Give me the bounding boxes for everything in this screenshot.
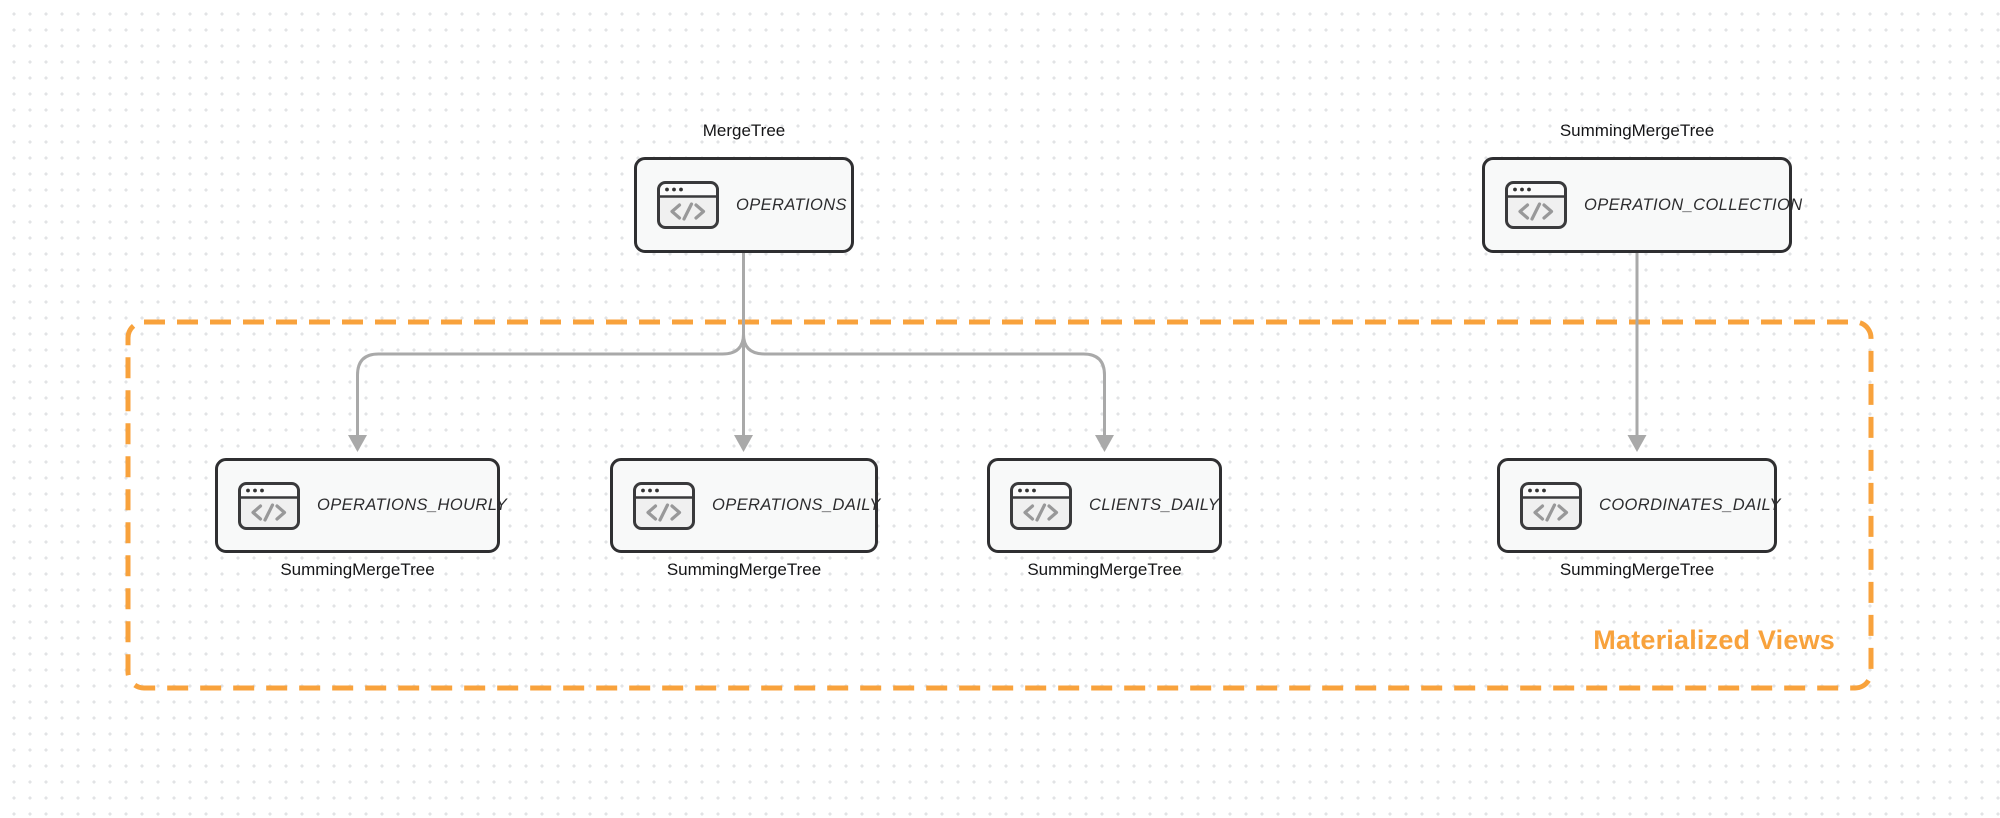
code-window-icon [1010, 481, 1072, 530]
engine-label-coordinates-daily: SummingMergeTree [1559, 560, 1715, 579]
node-label-operations: OPERATIONS [736, 195, 847, 214]
edge-operations-to-operations-hourly [356, 332, 745, 439]
node-clients-daily: CLIENTS_DAILY [987, 458, 1222, 553]
node-operations-hourly: OPERATIONS_HOURLY [215, 458, 507, 553]
engine-label-operation-collection: SummingMergeTree [1559, 121, 1715, 140]
engine-label-operations-hourly: SummingMergeTree [280, 560, 435, 579]
node-label-clients-daily: CLIENTS_DAILY [1089, 496, 1220, 514]
code-window-icon [1505, 181, 1567, 229]
node-operation-collection: OPERATION_COLLECTION [1482, 157, 1802, 253]
node-operations-daily: OPERATIONS_DAILY [610, 458, 881, 553]
node-label-operation-collection: OPERATION_COLLECTION [1584, 195, 1803, 214]
engine-label-operations-daily: SummingMergeTree [666, 560, 822, 579]
arrowhead-clients-daily [1095, 435, 1114, 452]
arrowhead-operations-hourly [348, 435, 367, 452]
engine-label-clients-daily: SummingMergeTree [1027, 560, 1182, 579]
materialized-views-group-border [125, 319, 1874, 691]
node-label-coordinates-daily: COORDINATES_DAILY [1599, 496, 1781, 514]
node-label-operations-hourly: OPERATIONS_HOURLY [317, 496, 508, 514]
code-window-icon [238, 481, 300, 530]
code-window-icon [657, 181, 719, 229]
arrowhead-operations-daily [734, 435, 753, 452]
engine-label-operations: MergeTree [702, 121, 786, 140]
code-window-icon [633, 481, 695, 530]
arrowhead-coordinates-daily [1627, 435, 1647, 452]
materialized-views-group-label: Materialized Views [1593, 625, 1835, 655]
node-label-operations-daily: OPERATIONS_DAILY [712, 496, 881, 514]
code-window-icon [1520, 481, 1582, 530]
node-operations: OPERATIONS [634, 157, 854, 253]
edge-operation-collection-branch [742, 332, 1106, 439]
node-coordinates-daily: COORDINATES_DAILY [1497, 458, 1781, 553]
